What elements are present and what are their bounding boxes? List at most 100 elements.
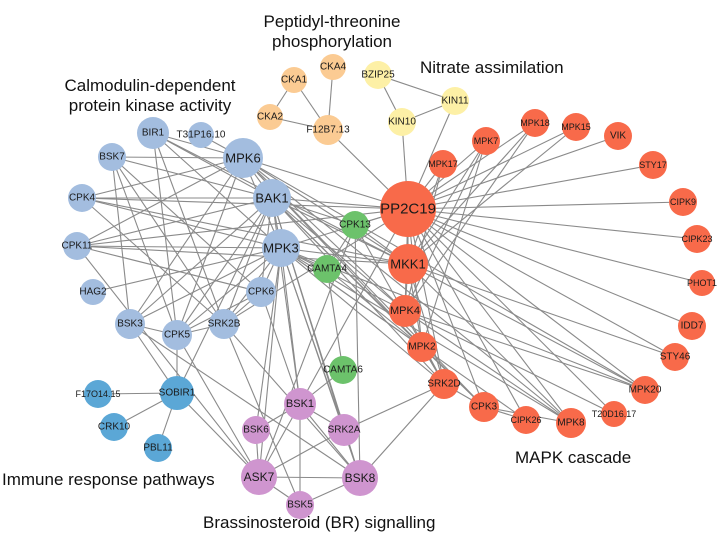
node-circle[interactable] [683,225,711,253]
node-idd7[interactable]: IDD7 [678,312,706,340]
node-circle[interactable] [441,87,469,115]
node-circle[interactable] [115,309,145,339]
node-mpk17[interactable]: MPK17 [428,150,458,178]
node-srk2a[interactable]: SRK2A [328,414,361,446]
node-circle[interactable] [63,232,91,260]
node-circle[interactable] [313,115,343,145]
node-circle[interactable] [689,270,715,296]
node-circle[interactable] [284,388,316,420]
node-bsk6[interactable]: BSK6 [242,416,270,444]
node-circle[interactable] [329,356,357,384]
node-circle[interactable] [98,143,126,171]
node-t31p16-10[interactable]: T31P16.10 [177,122,226,148]
node-circle[interactable] [669,188,697,216]
node-circle[interactable] [631,376,659,404]
node-mkk1[interactable]: MKK1 [388,244,428,284]
node-sty17[interactable]: STY17 [639,151,667,179]
node-mpk6[interactable]: MPK6 [223,138,263,178]
node-circle[interactable] [469,392,499,422]
node-vik[interactable]: VIK [604,122,632,150]
node-bsk8[interactable]: BSK8 [342,460,378,496]
node-sty46[interactable]: STY46 [660,343,691,371]
node-circle[interactable] [253,179,291,217]
node-circle[interactable] [342,460,378,496]
node-circle[interactable] [661,343,689,371]
node-cpk13[interactable]: CPK13 [339,211,371,239]
node-mpk8[interactable]: MPK8 [556,408,586,438]
node-circle[interactable] [137,117,169,149]
node-circle[interactable] [241,459,277,495]
node-circle[interactable] [188,122,214,148]
node-mpk20[interactable]: MPK20 [629,376,662,404]
node-circle[interactable] [246,277,276,307]
node-mpk2[interactable]: MPK2 [407,332,437,362]
node-cipk9[interactable]: CIPK9 [669,188,697,216]
node-circle[interactable] [380,181,436,237]
node-circle[interactable] [281,67,307,93]
node-circle[interactable] [100,413,128,441]
node-cipk23[interactable]: CIPK23 [681,225,713,253]
node-circle[interactable] [144,434,172,462]
node-kin10[interactable]: KIN10 [388,108,416,136]
node-circle[interactable] [388,244,428,284]
node-cka2[interactable]: CKA2 [257,104,284,130]
node-f17o14-15[interactable]: F17O14.15 [75,380,121,408]
node-mpk15[interactable]: MPK15 [561,113,591,141]
node-kin11[interactable]: KIN11 [441,87,469,115]
node-circle[interactable] [257,104,283,130]
node-circle[interactable] [68,184,96,212]
node-cpk5[interactable]: CPK5 [162,320,192,350]
node-circle[interactable] [512,406,540,434]
node-phot1[interactable]: PHOT1 [687,270,717,296]
node-cka4[interactable]: CKA4 [320,54,347,80]
node-circle[interactable] [389,295,421,327]
node-circle[interactable] [429,150,457,178]
node-circle[interactable] [604,122,632,150]
node-cpk6[interactable]: CPK6 [246,277,276,307]
node-bsk7[interactable]: BSK7 [98,143,126,171]
node-circle[interactable] [160,376,194,410]
node-srk2d[interactable]: SRK2D [427,369,461,399]
node-circle[interactable] [639,151,667,179]
node-bir1[interactable]: BIR1 [137,117,169,149]
node-mpk4[interactable]: MPK4 [389,295,421,327]
node-circle[interactable] [364,61,392,89]
node-circle[interactable] [521,109,549,137]
node-circle[interactable] [286,491,314,519]
node-bsk5[interactable]: BSK5 [286,491,314,519]
node-ask7[interactable]: ASK7 [241,459,277,495]
node-circle[interactable] [678,312,706,340]
node-bsk1[interactable]: BSK1 [284,388,316,420]
node-circle[interactable] [328,414,360,446]
node-pbl11[interactable]: PBL11 [143,434,173,462]
node-circle[interactable] [562,113,590,141]
node-t20d16-17[interactable]: T20D16.17 [592,401,637,427]
node-bsk3[interactable]: BSK3 [115,309,145,339]
node-srk2b[interactable]: SRK2B [208,309,241,339]
node-circle[interactable] [223,138,263,178]
node-camta6[interactable]: CAMTA6 [323,356,363,384]
node-circle[interactable] [162,320,192,350]
node-circle[interactable] [601,401,627,427]
node-f12b7-13[interactable]: F12B7.13 [306,115,350,145]
node-circle[interactable] [429,369,459,399]
node-circle[interactable] [407,332,437,362]
node-circle[interactable] [313,255,341,283]
node-cpk4[interactable]: CPK4 [68,184,96,212]
node-bak1[interactable]: BAK1 [253,179,291,217]
node-mpk3[interactable]: MPK3 [262,229,300,267]
node-sobir1[interactable]: SOBIR1 [159,376,196,410]
node-circle[interactable] [388,108,416,136]
node-circle[interactable] [242,416,270,444]
node-circle[interactable] [209,309,239,339]
node-mpk18[interactable]: MPK18 [520,109,550,137]
node-circle[interactable] [262,229,300,267]
node-circle[interactable] [472,127,500,155]
node-cpk3[interactable]: CPK3 [469,392,499,422]
node-circle[interactable] [80,279,106,305]
node-cka1[interactable]: CKA1 [281,67,308,93]
node-bzip25[interactable]: BZIP25 [361,61,395,89]
node-mpk7[interactable]: MPK7 [472,127,500,155]
node-circle[interactable] [556,408,586,438]
node-hag2[interactable]: HAG2 [79,279,107,305]
